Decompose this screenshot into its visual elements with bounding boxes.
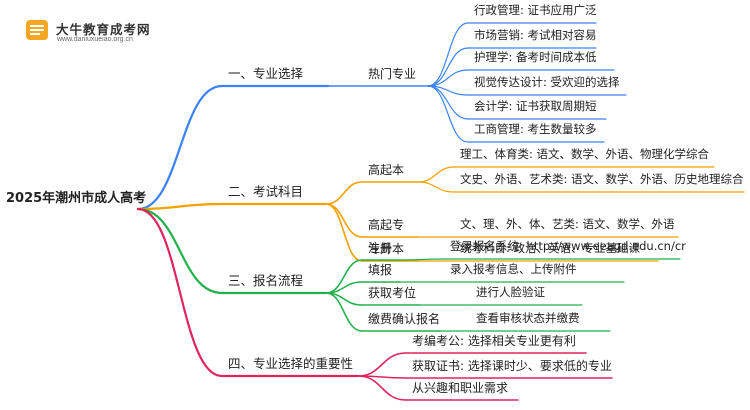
- leaf-connector: [417, 166, 455, 183]
- leaf-connector: [399, 258, 445, 261]
- leaf-node: 理工、体育类: 语文、数学、外语、物理化学综合: [460, 147, 710, 161]
- leaf-connector: [427, 47, 469, 87]
- leaf-connector: [427, 85, 469, 143]
- sub-node: 填报: [368, 263, 393, 277]
- branch-node: 一、专业选择: [228, 66, 304, 81]
- leaf-node: 工商管理: 考生数量较多: [474, 122, 597, 136]
- sub-connector: [357, 375, 407, 401]
- leaf-node: 会计学: 证书获取周期短: [474, 99, 597, 113]
- branch-connector: [136, 84, 224, 211]
- sub-node: 获取证书: 选择课时少、要求低的专业: [412, 359, 612, 373]
- logo-name: 大牛教育成考网: [56, 22, 151, 37]
- branch-node: 三、报名流程: [228, 273, 304, 288]
- branch-connector: [136, 202, 224, 211]
- sub-connector: [325, 292, 363, 332]
- book-icon: [26, 20, 48, 40]
- leaf-node: 录入报考信息、上传附件: [450, 262, 577, 276]
- leaf-node: 查看审核状态并缴费: [476, 311, 580, 325]
- sub-connector: [325, 181, 363, 205]
- leaf-node: 市场营销: 考试相对容易: [474, 28, 597, 42]
- sub-node: 缴费确认报名: [368, 312, 441, 326]
- sub-node: 热门专业: [368, 67, 417, 81]
- sub-node: 专升本: [368, 242, 405, 256]
- branch-node: 四、专业选择的重要性: [228, 356, 354, 371]
- leaf-node: 视觉传达设计: 受欢迎的选择: [474, 75, 620, 89]
- branch-connector: [136, 207, 224, 378]
- root-node: 2025年潮州市成人高考: [6, 191, 147, 206]
- leaf-connector: [427, 22, 469, 87]
- sub-node: 获取考位: [368, 286, 417, 300]
- sub-connector: [325, 203, 363, 262]
- sub-node: 从兴趣和职业需求: [412, 381, 509, 395]
- leaf-node: 统考科目: 政治、英语、专业基础课: [460, 241, 641, 255]
- branch-connector: [136, 207, 224, 295]
- sub-node: 考编考公: 选择相关专业更有利: [412, 334, 576, 348]
- site-logo: 大牛教育成考网 www.daniuxueiao.org.cn: [24, 15, 164, 51]
- leaf-node: 行政管理: 证书应用广泛: [474, 3, 597, 17]
- branch-node: 二、考试科目: [228, 184, 304, 199]
- sub-connector: [357, 352, 407, 377]
- logo-url: www.daniuxueiao.org.cn: [57, 36, 133, 43]
- leaf-node: 文史、外语、艺术类: 语文、数学、外语、历史地理综合: [460, 172, 744, 186]
- leaf-node: 进行人脸验证: [476, 285, 545, 299]
- leaf-node: 护理学: 备考时间成本低: [474, 50, 597, 64]
- leaf-node: 登录报名系统: http://www.eeagd.edu.cn/cr: [450, 239, 686, 253]
- leaf-connector: [427, 69, 469, 87]
- leaf-connector: [417, 181, 455, 193]
- sub-node: 高起本: [368, 163, 405, 177]
- sub-node: 高起专: [368, 218, 405, 232]
- leaf-node: 文、理、外、体、艺类: 语文、数学、外语: [460, 217, 675, 231]
- sub-node: 注册: [368, 241, 393, 255]
